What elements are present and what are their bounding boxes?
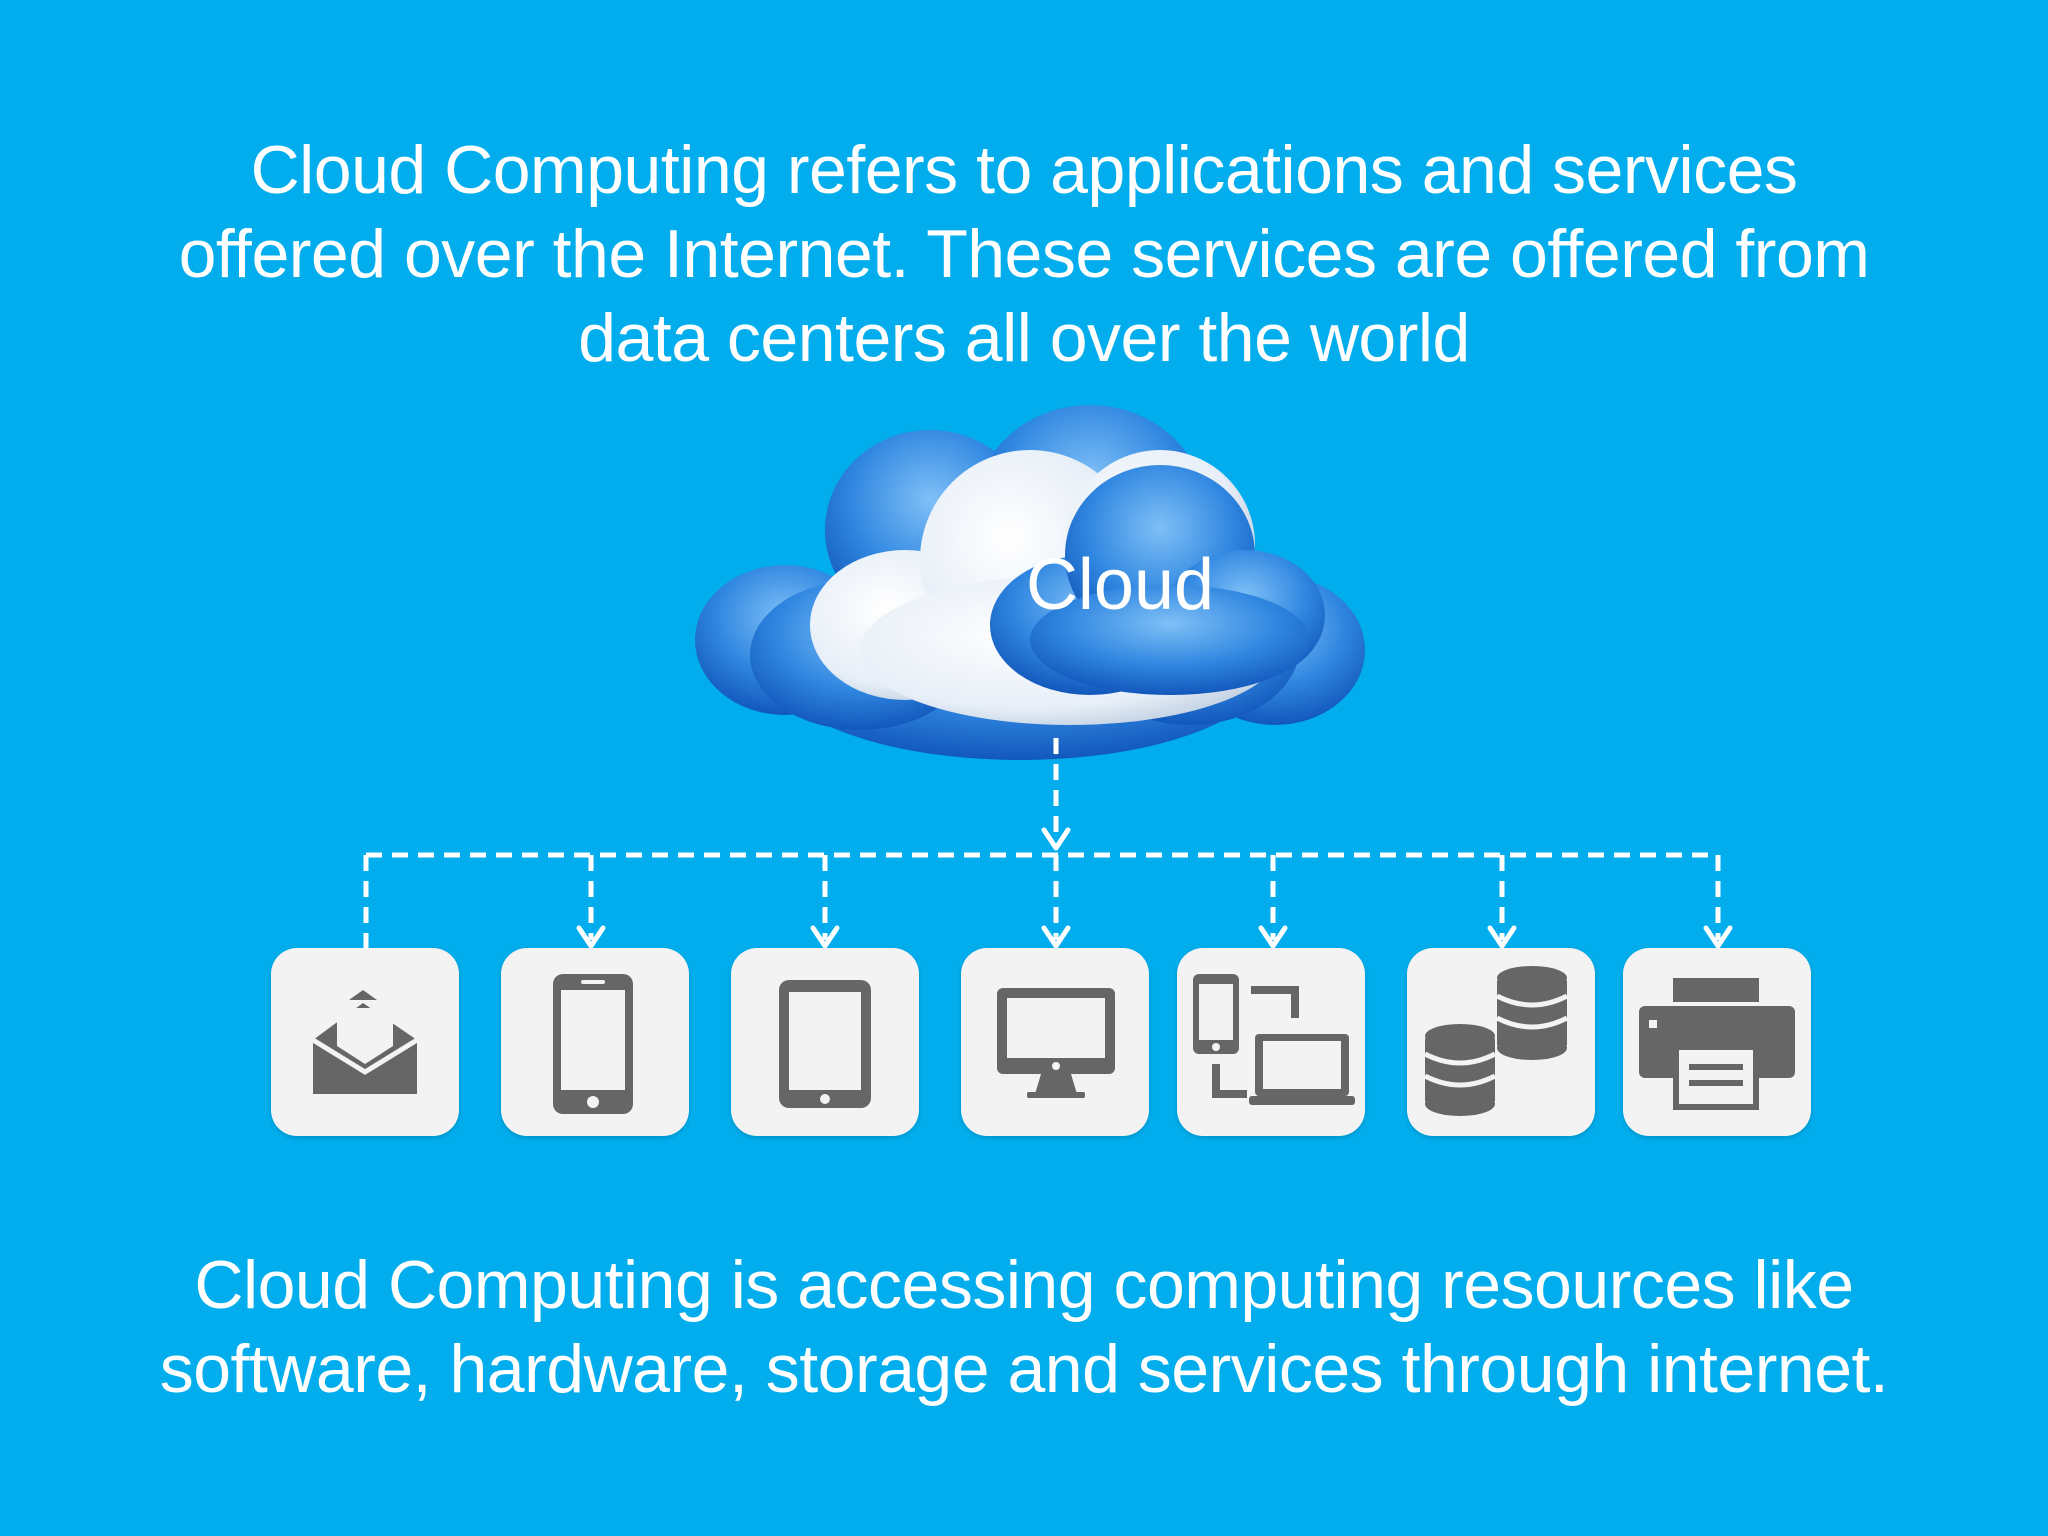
multi-device-sync-icon xyxy=(1193,974,1355,1105)
device-tile-database xyxy=(1407,948,1595,1136)
cloud-icon xyxy=(695,405,1365,760)
device-tile-printer xyxy=(1623,948,1811,1136)
device-tile-tablet xyxy=(731,948,919,1136)
device-tile-desktop xyxy=(961,948,1149,1136)
top-caption-line-3: data centers all over the world xyxy=(578,300,1470,376)
bottom-caption-line-2: software, hardware, storage and services… xyxy=(159,1331,1889,1407)
top-caption: Cloud Computing refers to applications a… xyxy=(0,128,2048,380)
bottom-caption-line-1: Cloud Computing is accessing computing r… xyxy=(194,1247,1854,1323)
email-icon xyxy=(311,990,419,1094)
tablet-icon xyxy=(779,980,871,1108)
bottom-caption: Cloud Computing is accessing computing r… xyxy=(0,1243,2048,1411)
device-tile-smartphone xyxy=(501,948,689,1136)
top-caption-line-1: Cloud Computing refers to applications a… xyxy=(250,132,1798,208)
device-tile-email xyxy=(271,948,459,1136)
device-tile-multi-device xyxy=(1177,948,1365,1136)
cloud-label: Cloud xyxy=(1025,545,1215,625)
top-caption-line-2: offered over the Internet. These service… xyxy=(178,216,1870,292)
printer-icon xyxy=(1639,978,1795,1110)
desktop-monitor-icon xyxy=(997,988,1115,1098)
smartphone-icon xyxy=(553,974,633,1114)
database-icon xyxy=(1423,966,1569,1116)
